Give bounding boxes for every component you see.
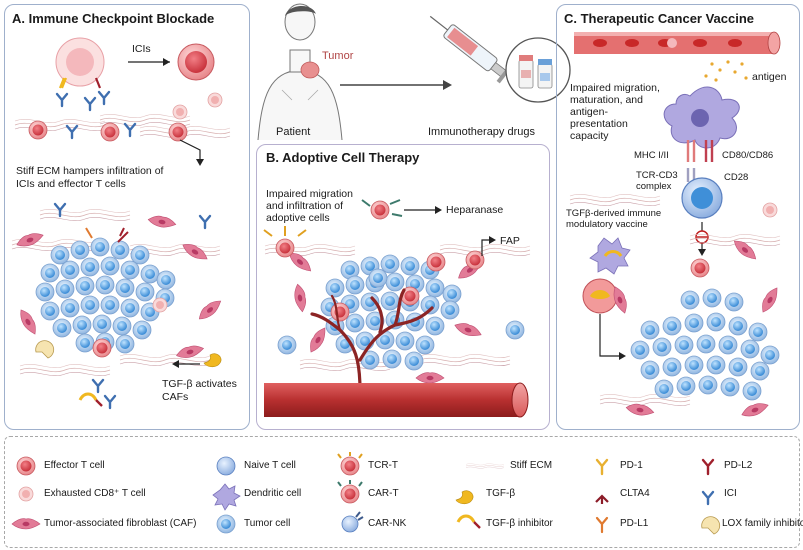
heparanase-label: Heparanase <box>446 204 504 216</box>
impaired-b-line2: and infiltration of <box>266 200 344 212</box>
syringe-illustration <box>340 15 571 103</box>
tgf-beta-icon <box>455 490 474 505</box>
mhc-label: MHC I/II <box>634 150 669 161</box>
panel-c-title: C. Therapeutic Cancer Vaccine <box>564 11 755 26</box>
legend-tcr-t: TCR-T <box>368 460 398 471</box>
stiff-ecm-text-line2: ICIs and effector T cells <box>16 178 126 190</box>
legend-ici: ICI <box>724 488 737 499</box>
pd-1-icon <box>595 458 609 476</box>
legend-pd-l1: PD-L1 <box>620 518 649 529</box>
impaired-c-line4: presentation <box>570 118 628 130</box>
legend-effector-t-cell: Effector T cell <box>44 460 105 471</box>
patient-illustration <box>257 3 343 141</box>
impaired-c-line5: capacity <box>570 130 609 142</box>
legend-pd-l2: PD-L2 <box>724 460 753 471</box>
cd80-cd86-label: CD80/CD86 <box>722 150 774 161</box>
legend-car-nk: CAR-NK <box>368 518 407 529</box>
car-t-icon <box>337 480 363 504</box>
tcr-t-icon <box>337 452 363 476</box>
impaired-c-line3: antigen- <box>570 106 608 118</box>
impaired-c-line1: Impaired migration, <box>570 82 660 94</box>
antigen-label: antigen <box>752 71 787 83</box>
legend-pd-1: PD-1 <box>620 460 643 471</box>
panel-b-title: B. Adoptive Cell Therapy <box>266 150 420 165</box>
legend-stiff-ecm: Stiff ECM <box>510 460 553 471</box>
impaired-b-line1: Impaired migration <box>266 188 353 200</box>
patient-label: Patient <box>276 126 311 138</box>
clta4-icon <box>595 494 609 504</box>
legend-icons <box>11 452 721 535</box>
pd-l2-icon <box>701 458 715 476</box>
tumor-label: Tumor <box>322 50 354 62</box>
legend-clta4: CLTA4 <box>620 488 650 499</box>
legend-dendritic-cell: Dendritic cell <box>244 488 302 499</box>
tcr-cd3-line1: TCR-CD3 <box>636 170 678 181</box>
vaccine-line2: modulatory vaccine <box>566 219 648 230</box>
lox-inhibitor-icon <box>701 516 721 535</box>
car-nk-icon <box>341 511 364 533</box>
cd28-label: CD28 <box>724 172 749 183</box>
panel-adoptive-cell-therapy <box>256 144 550 430</box>
legend-car-t: CAR-T <box>368 488 399 499</box>
tgf-beta-inhibitor-icon <box>456 514 481 529</box>
panel-therapeutic-cancer-vaccine <box>556 4 800 430</box>
legend-tgf-beta-inhibitor: TGF-β inhibitor <box>486 518 553 529</box>
legend <box>4 436 800 548</box>
immunotherapy-drugs-label: Immunotherapy drugs <box>428 126 535 138</box>
legend-caf: Tumor-associated fibroblast (CAF) <box>44 518 197 529</box>
icis-label: ICIs <box>132 43 151 55</box>
pd-l1-icon <box>595 516 609 534</box>
legend-naive-t-cell: Naive T cell <box>244 460 296 471</box>
panel-immune-checkpoint-blockade <box>4 4 250 430</box>
panel-a-title: A. Immune Checkpoint Blockade <box>12 11 215 26</box>
legend-lox-inhibitors: LOX family inhibitors <box>722 518 803 529</box>
impaired-c-line2: maturation, and <box>570 94 643 106</box>
dendritic-cell-icon <box>212 483 241 511</box>
naive-t-cell-icon <box>216 456 236 476</box>
panel-a-illustration <box>11 37 231 410</box>
impaired-b-line3: adoptive cells <box>266 212 330 224</box>
panel-c-illustration <box>569 31 782 420</box>
legend-tumor-cell: Tumor cell <box>244 518 291 529</box>
legend-tgf-beta: TGF-β <box>486 488 516 499</box>
tgf-activates-line2: CAFs <box>162 391 189 403</box>
tgf-activates-line1: TGF-β activates <box>162 378 237 390</box>
legend-exhausted-cd8-t-cell: Exhausted CD8⁺ T cell <box>44 488 146 499</box>
vaccine-line1: TGFβ-derived immune <box>566 208 662 219</box>
panel-b-illustration <box>263 199 531 418</box>
tcr-cd3-line2: complex <box>636 181 672 192</box>
fap-label: FAP <box>500 235 520 247</box>
stiff-ecm-text-line1: Stiff ECM hampers infiltration of <box>16 165 164 177</box>
